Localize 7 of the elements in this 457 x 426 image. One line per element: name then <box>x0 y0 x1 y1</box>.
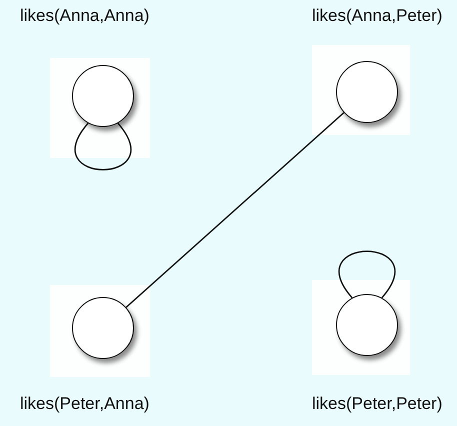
node-label: likes(Peter,Peter) <box>312 394 442 414</box>
node-label: likes(Peter,Anna) <box>20 394 150 414</box>
self-loop <box>338 250 396 298</box>
node-label: likes(Anna,Peter) <box>312 6 442 26</box>
connector-line <box>126 112 344 308</box>
node-label: likes(Anna,Anna) <box>20 6 150 26</box>
self-loop <box>74 122 132 170</box>
